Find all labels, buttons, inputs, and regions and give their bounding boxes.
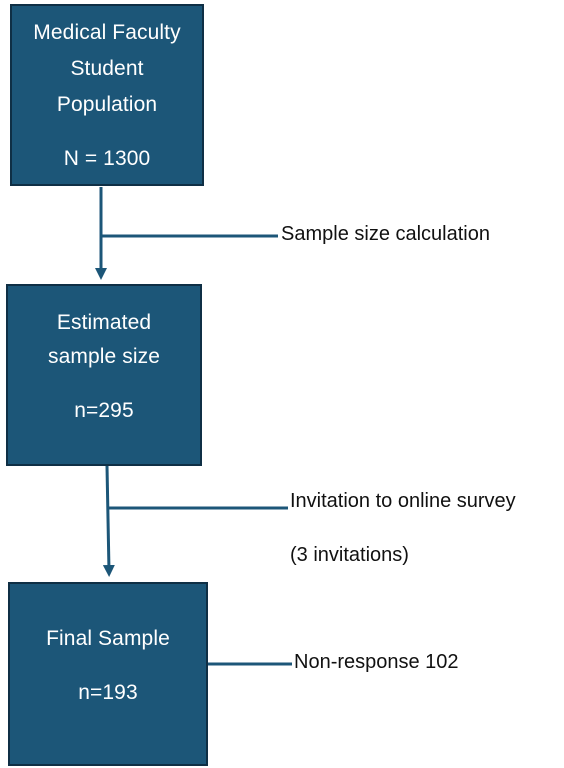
label-sample-size-calculation: Sample size calculation	[281, 223, 490, 245]
box-line: Student	[70, 57, 144, 80]
box-count: N = 1300	[63, 147, 151, 170]
box-line: Medical Faculty	[33, 21, 181, 44]
arrow-estimated-to-final	[102, 465, 115, 577]
label-invitation-count: (3 invitations)	[290, 544, 409, 566]
box-line: Population	[56, 93, 158, 116]
box-count: n=295	[74, 399, 134, 422]
box-final-sample: Final Sample n=193	[8, 582, 208, 766]
box-count: n=193	[78, 681, 138, 704]
label-non-response: Non-response 102	[294, 651, 459, 673]
box-line: sample size	[48, 345, 160, 368]
box-estimated-sample-size: Estimated sample size n=295	[6, 284, 202, 466]
box-line: Estimated	[56, 311, 152, 334]
box-line: Final Sample	[46, 627, 170, 650]
box-student-population: Medical Faculty Student Population N = 1…	[10, 4, 204, 186]
label-invitation: Invitation to online survey	[290, 490, 516, 512]
